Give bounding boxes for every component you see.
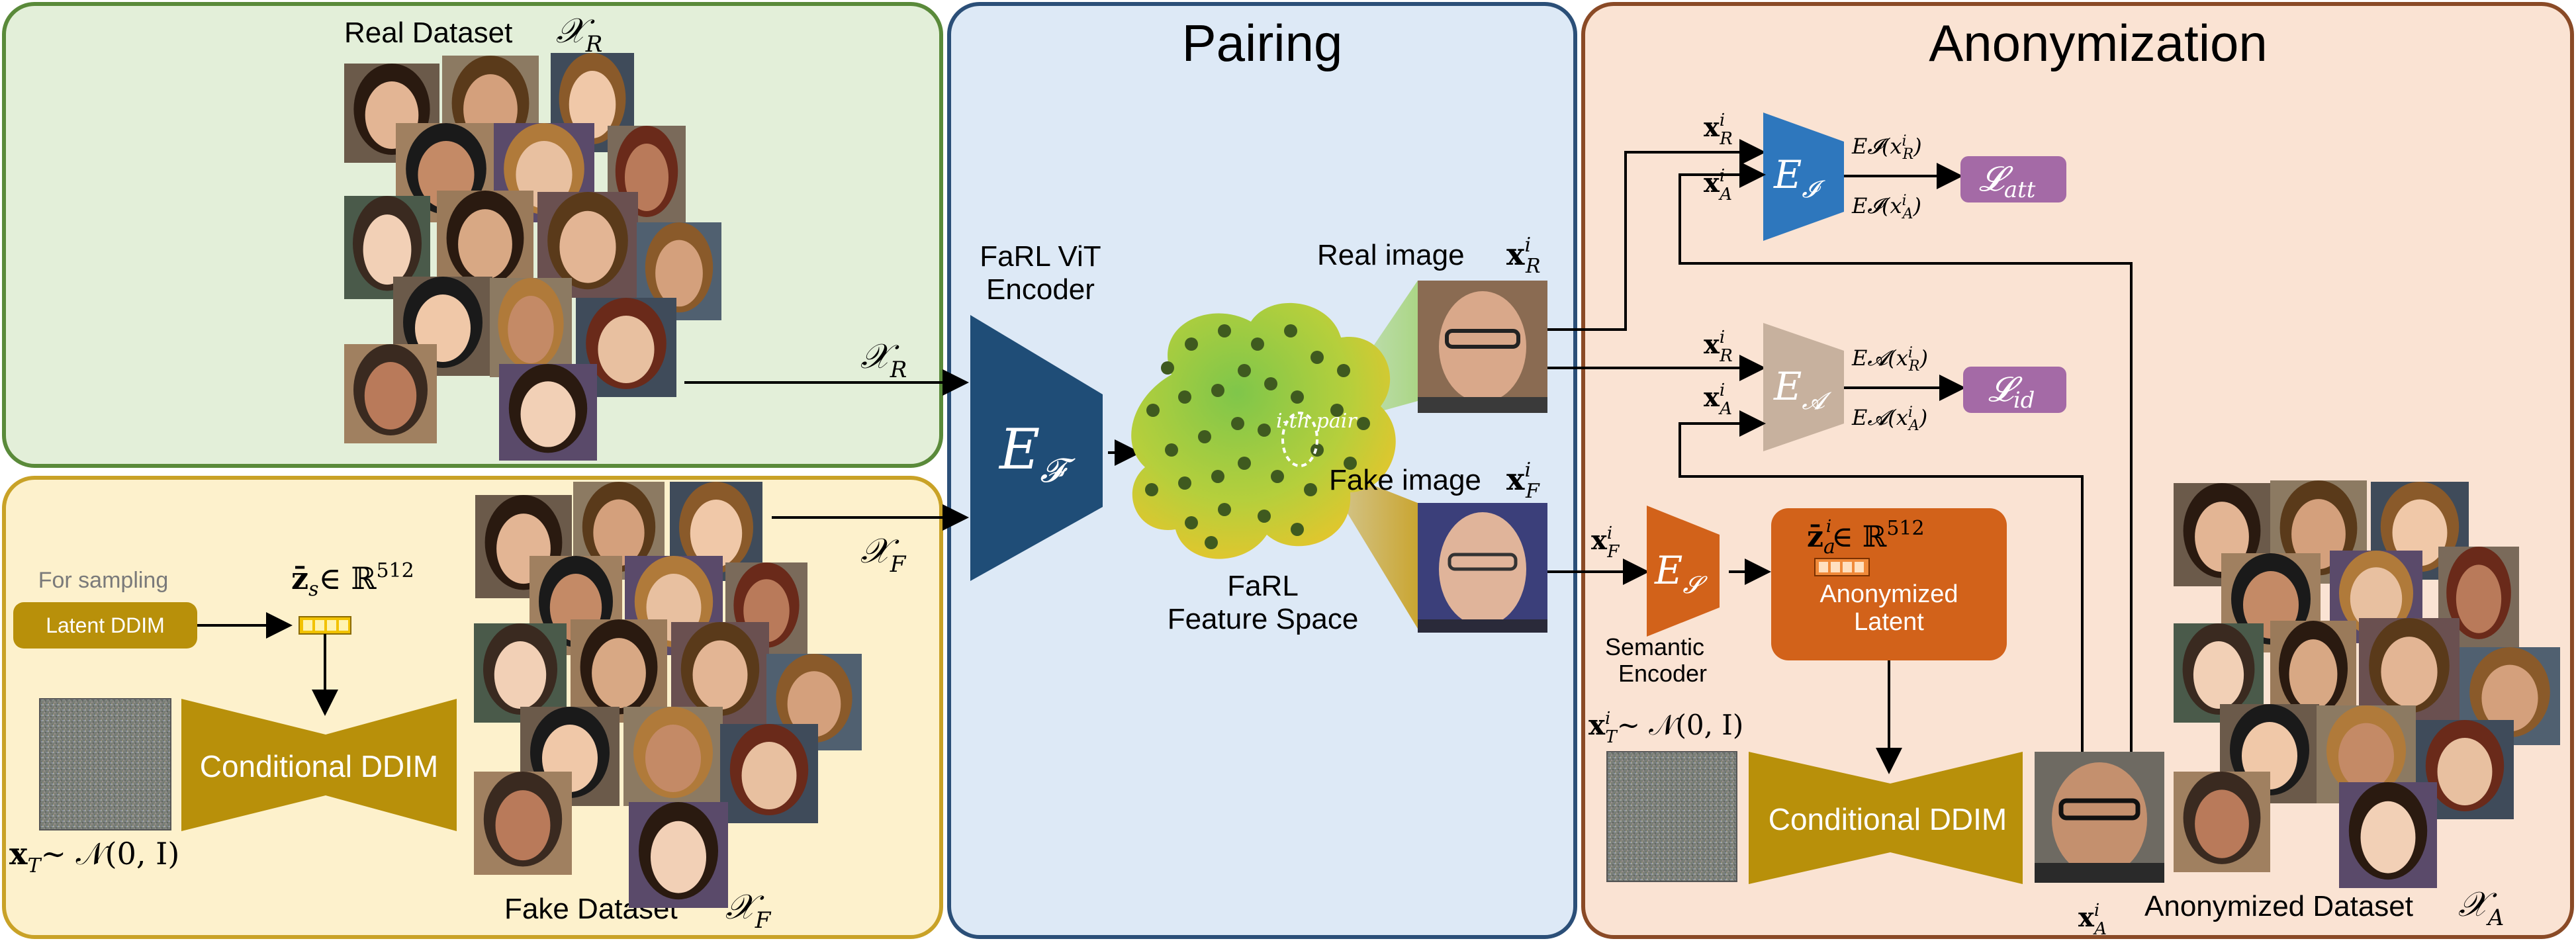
semantic-encoder-caption-2: Encoder [1618,660,1707,687]
latent-title-1: Anonymized [1819,580,1958,608]
anonymized-latent-box [1771,508,2007,660]
farl-encoder-block [970,315,1103,581]
fake-face-collage [474,482,862,908]
za-vector-icon [1814,558,1870,576]
loss-id-box [1963,367,2066,413]
za-label: z̄ai∈ ℝ512 [1807,517,1925,559]
pair-highlight [1281,412,1318,467]
zs-label: z̄s∈ ℝ512 [291,559,414,601]
feature-space-label-1: FaRL [1227,570,1299,602]
attribute-encoder [1763,112,1844,241]
real-image [1418,281,1547,413]
real-dataset-title: Real Dataset [344,17,512,49]
semantic-encoder-caption-1: Semantic [1605,633,1704,660]
conditional-ddim-right-label: Conditional DDIM [1769,802,2007,836]
real-dataset-symbol: 𝒳R [556,11,602,58]
latent-ddim-box [13,602,197,649]
output-to-attr-line [1679,161,2133,752]
pairing-title: Pairing [1182,14,1343,72]
fake-image [1418,503,1547,633]
semantic-encoder [1647,506,1720,637]
conditional-ddim-left [181,699,457,831]
real-face-collage [344,53,721,461]
loss-att-box [1960,156,2066,202]
anonymized-output-image [2035,752,2164,883]
encoder-title-line2: Encoder [986,273,1095,306]
real-image-label: Real image [1317,239,1465,271]
zs-vector-icon [299,616,351,635]
fake-image-label: Fake image [1329,464,1481,496]
loss-id-label: 𝓛id [1988,370,2035,414]
conditional-ddim-right [1749,752,2023,884]
xf-arrow-label: 𝒳F [860,531,907,578]
identity-encoder [1763,323,1844,451]
noise-image-right [1606,751,1737,882]
for-sampling-caption: For sampling [38,568,169,593]
noise-image-left [39,698,171,830]
conditional-ddim-left-label: Conditional DDIM [200,749,438,784]
pair-label: i-th pair [1276,410,1357,433]
noise-left-label: xT∼ 𝒩(0, I) [9,836,179,877]
anonymization-title: Anonymization [1929,14,2268,72]
anonymized-face-collage [2174,480,2560,888]
real-to-attr-line [1547,139,1766,331]
loss-att-label: 𝓛att [1979,159,2036,203]
latent-title-2: Latent [1854,608,1924,636]
latent-ddim-label: Latent DDIM [46,613,165,637]
feature-space-label-2: Feature Space [1168,603,1359,635]
anonymized-dataset-title: Anonymized Dataset [2144,890,2413,922]
encoder-title-line1: FaRL ViT [980,240,1101,273]
output-to-id-line [1679,410,2084,752]
xr-arrow-label: 𝒳R [860,337,907,383]
